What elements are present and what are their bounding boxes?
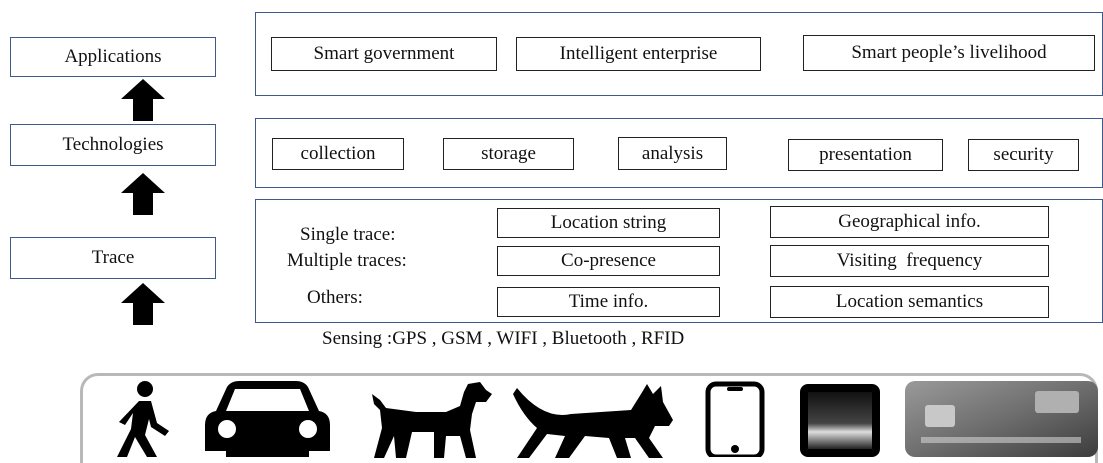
applications-label: Applications xyxy=(10,37,216,77)
up-arrow-icon xyxy=(121,283,165,325)
car-icon xyxy=(205,381,330,457)
sensing-text: Sensing :GPS , GSM , WIFI , Bluetooth , … xyxy=(322,328,685,349)
app-box-livelihood: Smart people’s livelihood xyxy=(803,35,1095,71)
app-box-government: Smart government xyxy=(271,37,497,71)
trace-box-location-semantics: Location semantics xyxy=(770,286,1049,318)
trace-box-text: Location semantics xyxy=(835,291,984,312)
up-arrow-icon xyxy=(121,173,165,215)
cat-icon xyxy=(513,384,673,458)
app-box-text: Intelligent enterprise xyxy=(559,43,718,64)
technologies-label-text: Technologies xyxy=(62,134,164,155)
tech-box-storage: storage xyxy=(443,138,574,170)
trace-label: Trace xyxy=(10,237,216,279)
app-box-enterprise: Intelligent enterprise xyxy=(516,37,761,71)
dog-icon xyxy=(372,382,492,458)
trace-box-text: Geographical info. xyxy=(838,211,981,232)
single-trace-label: Single trace: xyxy=(300,224,396,245)
tech-box-text: collection xyxy=(300,143,376,164)
multiple-traces-label: Multiple traces: xyxy=(287,250,407,271)
tech-box-text: security xyxy=(993,144,1054,165)
trace-box-co-presence: Co-presence xyxy=(497,246,720,276)
trace-box-location-string: Location string xyxy=(497,208,720,238)
trace-box-text: Time info. xyxy=(568,291,649,312)
smartphone-icon xyxy=(705,381,765,457)
tech-box-text: analysis xyxy=(641,142,704,164)
tech-box-collection: collection xyxy=(272,138,404,170)
tech-box-text: presentation xyxy=(819,144,912,165)
walking-person-icon xyxy=(117,381,169,457)
tech-box-analysis: analysis xyxy=(618,137,727,170)
trace-box-visiting-frequency: Visiting frequency xyxy=(770,245,1049,277)
technologies-label: Technologies xyxy=(10,124,216,166)
tech-box-presentation: presentation xyxy=(788,139,943,171)
app-box-text: Smart government xyxy=(313,43,455,64)
applications-label-text: Applications xyxy=(64,46,162,67)
trace-box-geographical-info: Geographical info. xyxy=(770,206,1049,238)
tech-box-security: security xyxy=(968,139,1079,171)
card-icon xyxy=(905,381,1098,457)
app-box-text: Smart people’s livelihood xyxy=(851,42,1047,63)
tablet-icon xyxy=(800,384,880,457)
others-label: Others: xyxy=(307,287,363,308)
up-arrow-icon xyxy=(121,79,165,121)
trace-box-text: Co-presence xyxy=(561,250,656,271)
trace-box-text: Location string xyxy=(550,212,667,233)
tech-box-text: storage xyxy=(481,143,536,164)
trace-box-text: Visiting frequency xyxy=(836,250,983,271)
trace-box-time-info: Time info. xyxy=(497,287,720,317)
trace-label-text: Trace xyxy=(91,247,135,268)
